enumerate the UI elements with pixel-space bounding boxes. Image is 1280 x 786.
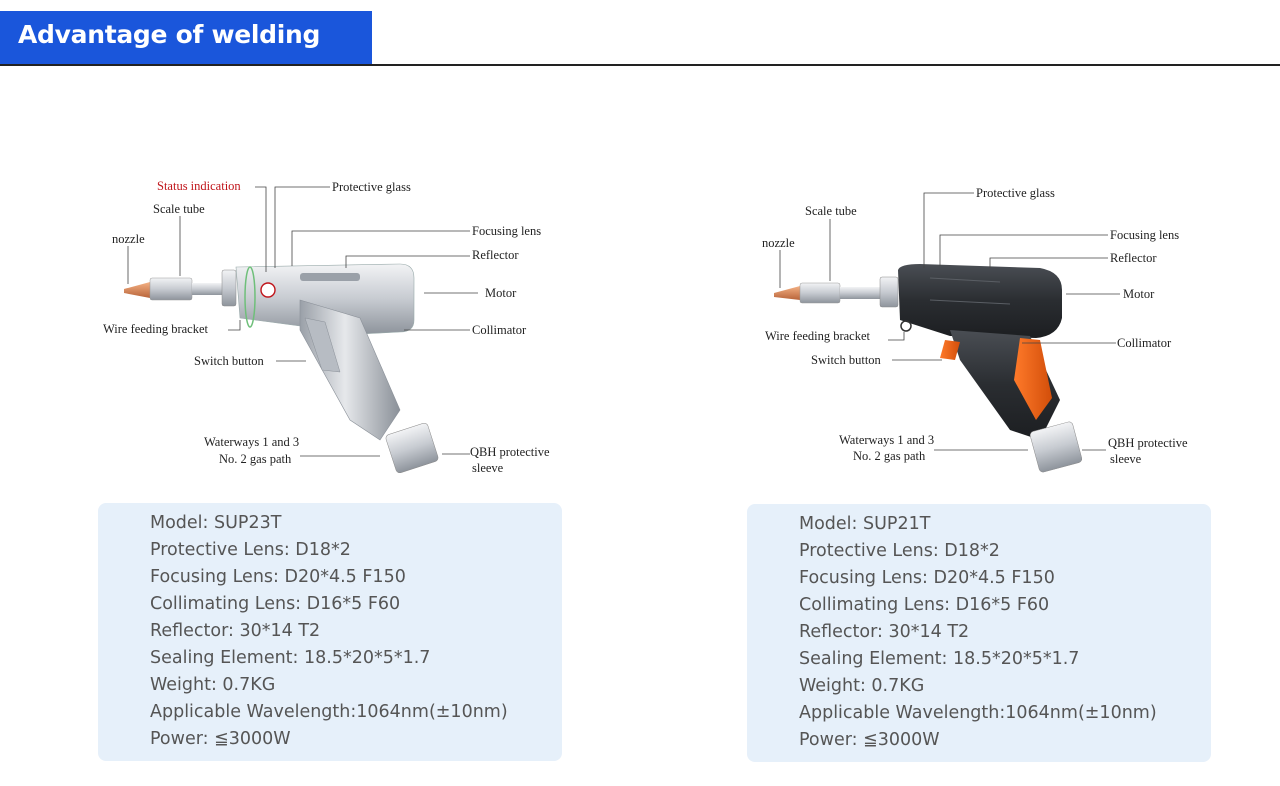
callout-motor: Motor: [1123, 287, 1155, 301]
spec-weight: Weight: 0.7KG: [799, 676, 925, 696]
callout-scale-tube: Scale tube: [805, 204, 857, 218]
callout-wire-feeding-bracket: Wire feeding bracket: [765, 329, 871, 343]
spec-power: Power: ≦3000W: [799, 730, 940, 750]
spec-collimating-lens: Collimating Lens: D16*5 F60: [799, 595, 1050, 615]
callout-qbh-line2: sleeve: [1110, 452, 1142, 466]
spec-sealing-element: Sealing Element: 18.5*20*5*1.7: [799, 649, 1080, 669]
spec-focusing-lens: Focusing Lens: D20*4.5 F150: [799, 568, 1055, 588]
callout-gas-path: No. 2 gas path: [219, 452, 292, 466]
scale-tube-part: [149, 277, 193, 301]
callout-reflector: Reflector: [1110, 251, 1157, 265]
spec-weight: Weight: 0.7KG: [150, 675, 276, 695]
welding-head-diagram-sup21t: Protective glass Scale tube nozzle Focus…: [640, 180, 1280, 490]
scale-tube-part: [799, 282, 841, 304]
callout-collimator: Collimator: [1117, 336, 1172, 350]
head-body-part: [235, 263, 415, 335]
callout-nozzle: nozzle: [112, 232, 145, 246]
welding-head-diagram-sup23t: Status indication Protective glass Scale…: [0, 170, 640, 490]
spec-wavelength: Applicable Wavelength:1064nm(±10nm): [150, 702, 508, 722]
nozzle-part: [774, 286, 800, 300]
callout-qbh-line1: QBH protective: [1108, 436, 1188, 450]
callout-nozzle: nozzle: [762, 236, 795, 250]
nozzle-part: [124, 282, 150, 298]
section-header: Advantage of welding head: [0, 0, 1280, 97]
callout-waterways: Waterways 1 and 3: [204, 435, 299, 449]
callout-motor: Motor: [485, 286, 517, 300]
callout-scale-tube: Scale tube: [153, 202, 205, 216]
head-body-part: [898, 264, 1062, 338]
spec-power: Power: ≦3000W: [150, 729, 291, 749]
callout-switch-button: Switch button: [194, 354, 265, 368]
callout-qbh-line2: sleeve: [472, 461, 504, 475]
spec-protective-lens: Protective Lens: D18*2: [799, 541, 1000, 561]
callout-collimator: Collimator: [472, 323, 527, 337]
callout-gas-path: No. 2 gas path: [853, 449, 926, 463]
spec-sealing-element: Sealing Element: 18.5*20*5*1.7: [150, 648, 431, 668]
callout-waterways: Waterways 1 and 3: [839, 433, 934, 447]
spec-model: Model: SUP23T: [150, 513, 282, 533]
callout-protective-glass: Protective glass: [332, 180, 411, 194]
sup21t-illustration: Protective glass Scale tube nozzle Focus…: [762, 186, 1188, 473]
spec-card-sup23t: Model: SUP23T Protective Lens: D18*2 Foc…: [98, 503, 562, 761]
qbh-sleeve-part: [385, 422, 439, 474]
qbh-sleeve-part: [1029, 421, 1083, 473]
callout-switch-button: Switch button: [811, 353, 882, 367]
callout-qbh-line1: QBH protective: [470, 445, 550, 459]
callout-focusing-lens: Focusing lens: [472, 224, 541, 238]
spec-reflector: Reflector: 30*14 T2: [150, 621, 321, 641]
spec-collimating-lens: Collimating Lens: D16*5 F60: [150, 594, 401, 614]
callout-wire-feeding-bracket: Wire feeding bracket: [103, 322, 209, 336]
spec-card-sup21t: Model: SUP21T Protective Lens: D18*2 Foc…: [747, 504, 1211, 762]
spec-focusing-lens: Focusing Lens: D20*4.5 F150: [150, 567, 406, 587]
spec-wavelength: Applicable Wavelength:1064nm(±10nm): [799, 703, 1157, 723]
callout-protective-glass: Protective glass: [976, 186, 1055, 200]
callout-reflector: Reflector: [472, 248, 519, 262]
section-title: Advantage of welding head: [0, 11, 372, 97]
spec-reflector: Reflector: 30*14 T2: [799, 622, 970, 642]
sup23t-illustration: Status indication Protective glass Scale…: [103, 179, 550, 475]
callout-focusing-lens: Focusing lens: [1110, 228, 1179, 242]
spec-model: Model: SUP21T: [799, 514, 931, 534]
spec-protective-lens: Protective Lens: D18*2: [150, 540, 351, 560]
callout-status-indication: Status indication: [157, 179, 241, 193]
